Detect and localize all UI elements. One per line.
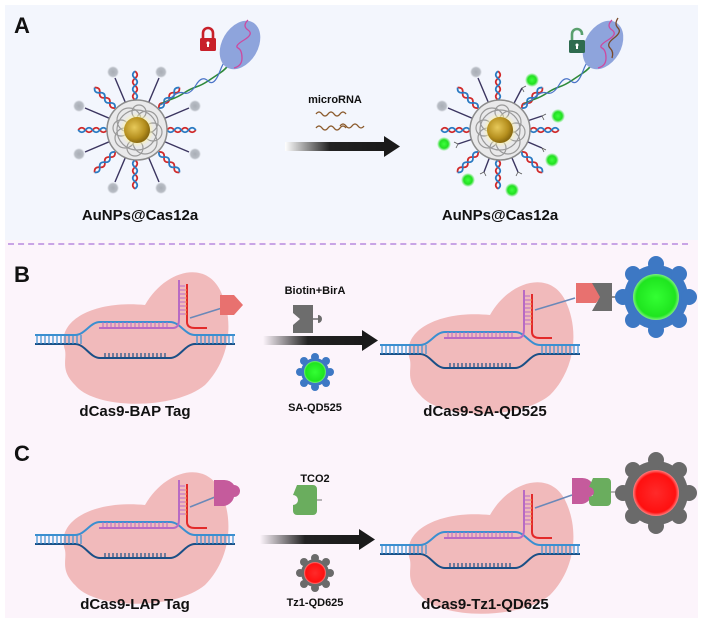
reporter-on bbox=[505, 183, 519, 197]
linker bbox=[189, 307, 223, 319]
label-dcas9-lap-tag: dCas9-LAP Tag bbox=[80, 596, 190, 613]
lap-tag bbox=[214, 479, 240, 506]
gold-nanoparticle-core bbox=[469, 99, 531, 161]
dcas9-complex-left bbox=[34, 471, 236, 605]
reporter-off bbox=[470, 66, 482, 78]
dcas9-complex-right bbox=[379, 281, 581, 415]
label-dcas9-sa-qd525: dCas9-SA-QD525 bbox=[423, 403, 547, 420]
panel-letter-a: A bbox=[14, 13, 30, 38]
label-aunps-cas12a-left: AuNPs@Cas12a bbox=[81, 207, 199, 224]
linker bbox=[534, 494, 573, 509]
locked-padlock-icon bbox=[198, 26, 218, 53]
label-tco2: TCO2 bbox=[300, 473, 330, 485]
label-biotin-bira: Biotin+BirA bbox=[284, 285, 346, 297]
tz1-qd625-icon bbox=[296, 554, 334, 592]
reporter-on bbox=[551, 109, 565, 123]
nanoparticle-right bbox=[436, 66, 565, 197]
panel-c bbox=[34, 452, 697, 615]
nanoparticle-left bbox=[73, 66, 201, 194]
reporter-on bbox=[545, 153, 559, 167]
panel-b bbox=[34, 256, 697, 415]
reporter-on bbox=[461, 173, 475, 187]
panel-letter-b: B bbox=[14, 262, 30, 287]
reporter-on bbox=[525, 73, 539, 87]
reaction-arrow-a bbox=[285, 111, 400, 157]
reporter-on bbox=[437, 137, 451, 151]
qd525-conjugated bbox=[615, 256, 697, 338]
reaction-arrow-c bbox=[260, 529, 375, 550]
reporter-off-dots bbox=[73, 66, 201, 194]
lap-tco-conjugate bbox=[572, 477, 622, 506]
bap-sa-conjugate bbox=[576, 283, 623, 311]
label-sa-qd525: SA-QD525 bbox=[288, 402, 342, 414]
microrna-strands bbox=[315, 111, 365, 131]
label-dcas9-bap-tag: dCas9-BAP Tag bbox=[79, 403, 191, 420]
qd625-conjugated bbox=[615, 452, 697, 534]
cas12a-left bbox=[159, 19, 261, 106]
gold-nanoparticle-core bbox=[106, 99, 168, 161]
sa-qd525-icon bbox=[296, 353, 334, 391]
tco2-icon bbox=[293, 485, 328, 515]
linker bbox=[534, 297, 576, 311]
reporter-dots bbox=[436, 66, 565, 197]
linker bbox=[189, 496, 216, 508]
dcas9-complex-left bbox=[34, 271, 236, 405]
bap-tag bbox=[220, 295, 243, 315]
unlocked-padlock-icon bbox=[567, 27, 587, 55]
scissor-marks bbox=[453, 85, 547, 177]
cas12a-right bbox=[522, 17, 624, 106]
label-aunps-cas12a-right: AuNPs@Cas12a bbox=[441, 207, 559, 224]
birA-enzyme-icon bbox=[293, 305, 322, 333]
panel-divider bbox=[8, 243, 688, 245]
label-dcas9-tz1-qd625: dCas9-Tz1-QD625 bbox=[421, 596, 549, 613]
label-microrna: microRNA bbox=[308, 94, 362, 106]
panel-letter-c: C bbox=[14, 441, 30, 466]
reaction-arrow-b bbox=[263, 330, 378, 351]
label-tz1-qd625: Tz1-QD625 bbox=[286, 597, 344, 609]
reporter-off bbox=[436, 100, 448, 112]
panel-a bbox=[73, 17, 624, 197]
